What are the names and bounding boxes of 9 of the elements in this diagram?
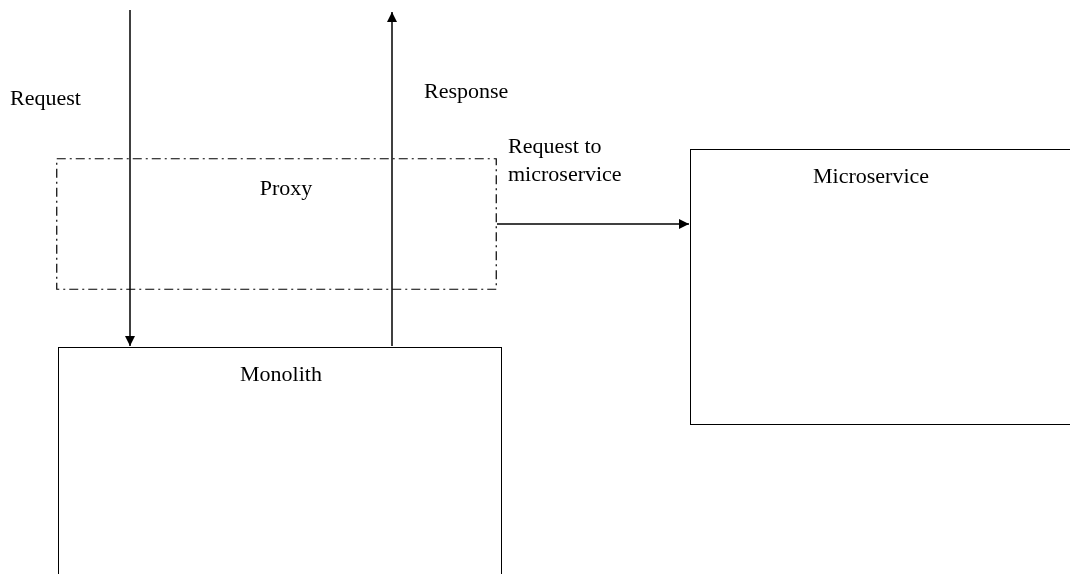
proxy-box: [56, 158, 497, 290]
node-label: Proxy: [258, 174, 314, 202]
service-box: [690, 149, 1070, 425]
node-label: Monolith: [239, 360, 323, 388]
service-box: [58, 347, 502, 574]
arrow: [496, 219, 690, 229]
arrow: [387, 11, 397, 347]
node-label: Microservice: [811, 162, 931, 190]
arrow: [125, 9, 135, 347]
